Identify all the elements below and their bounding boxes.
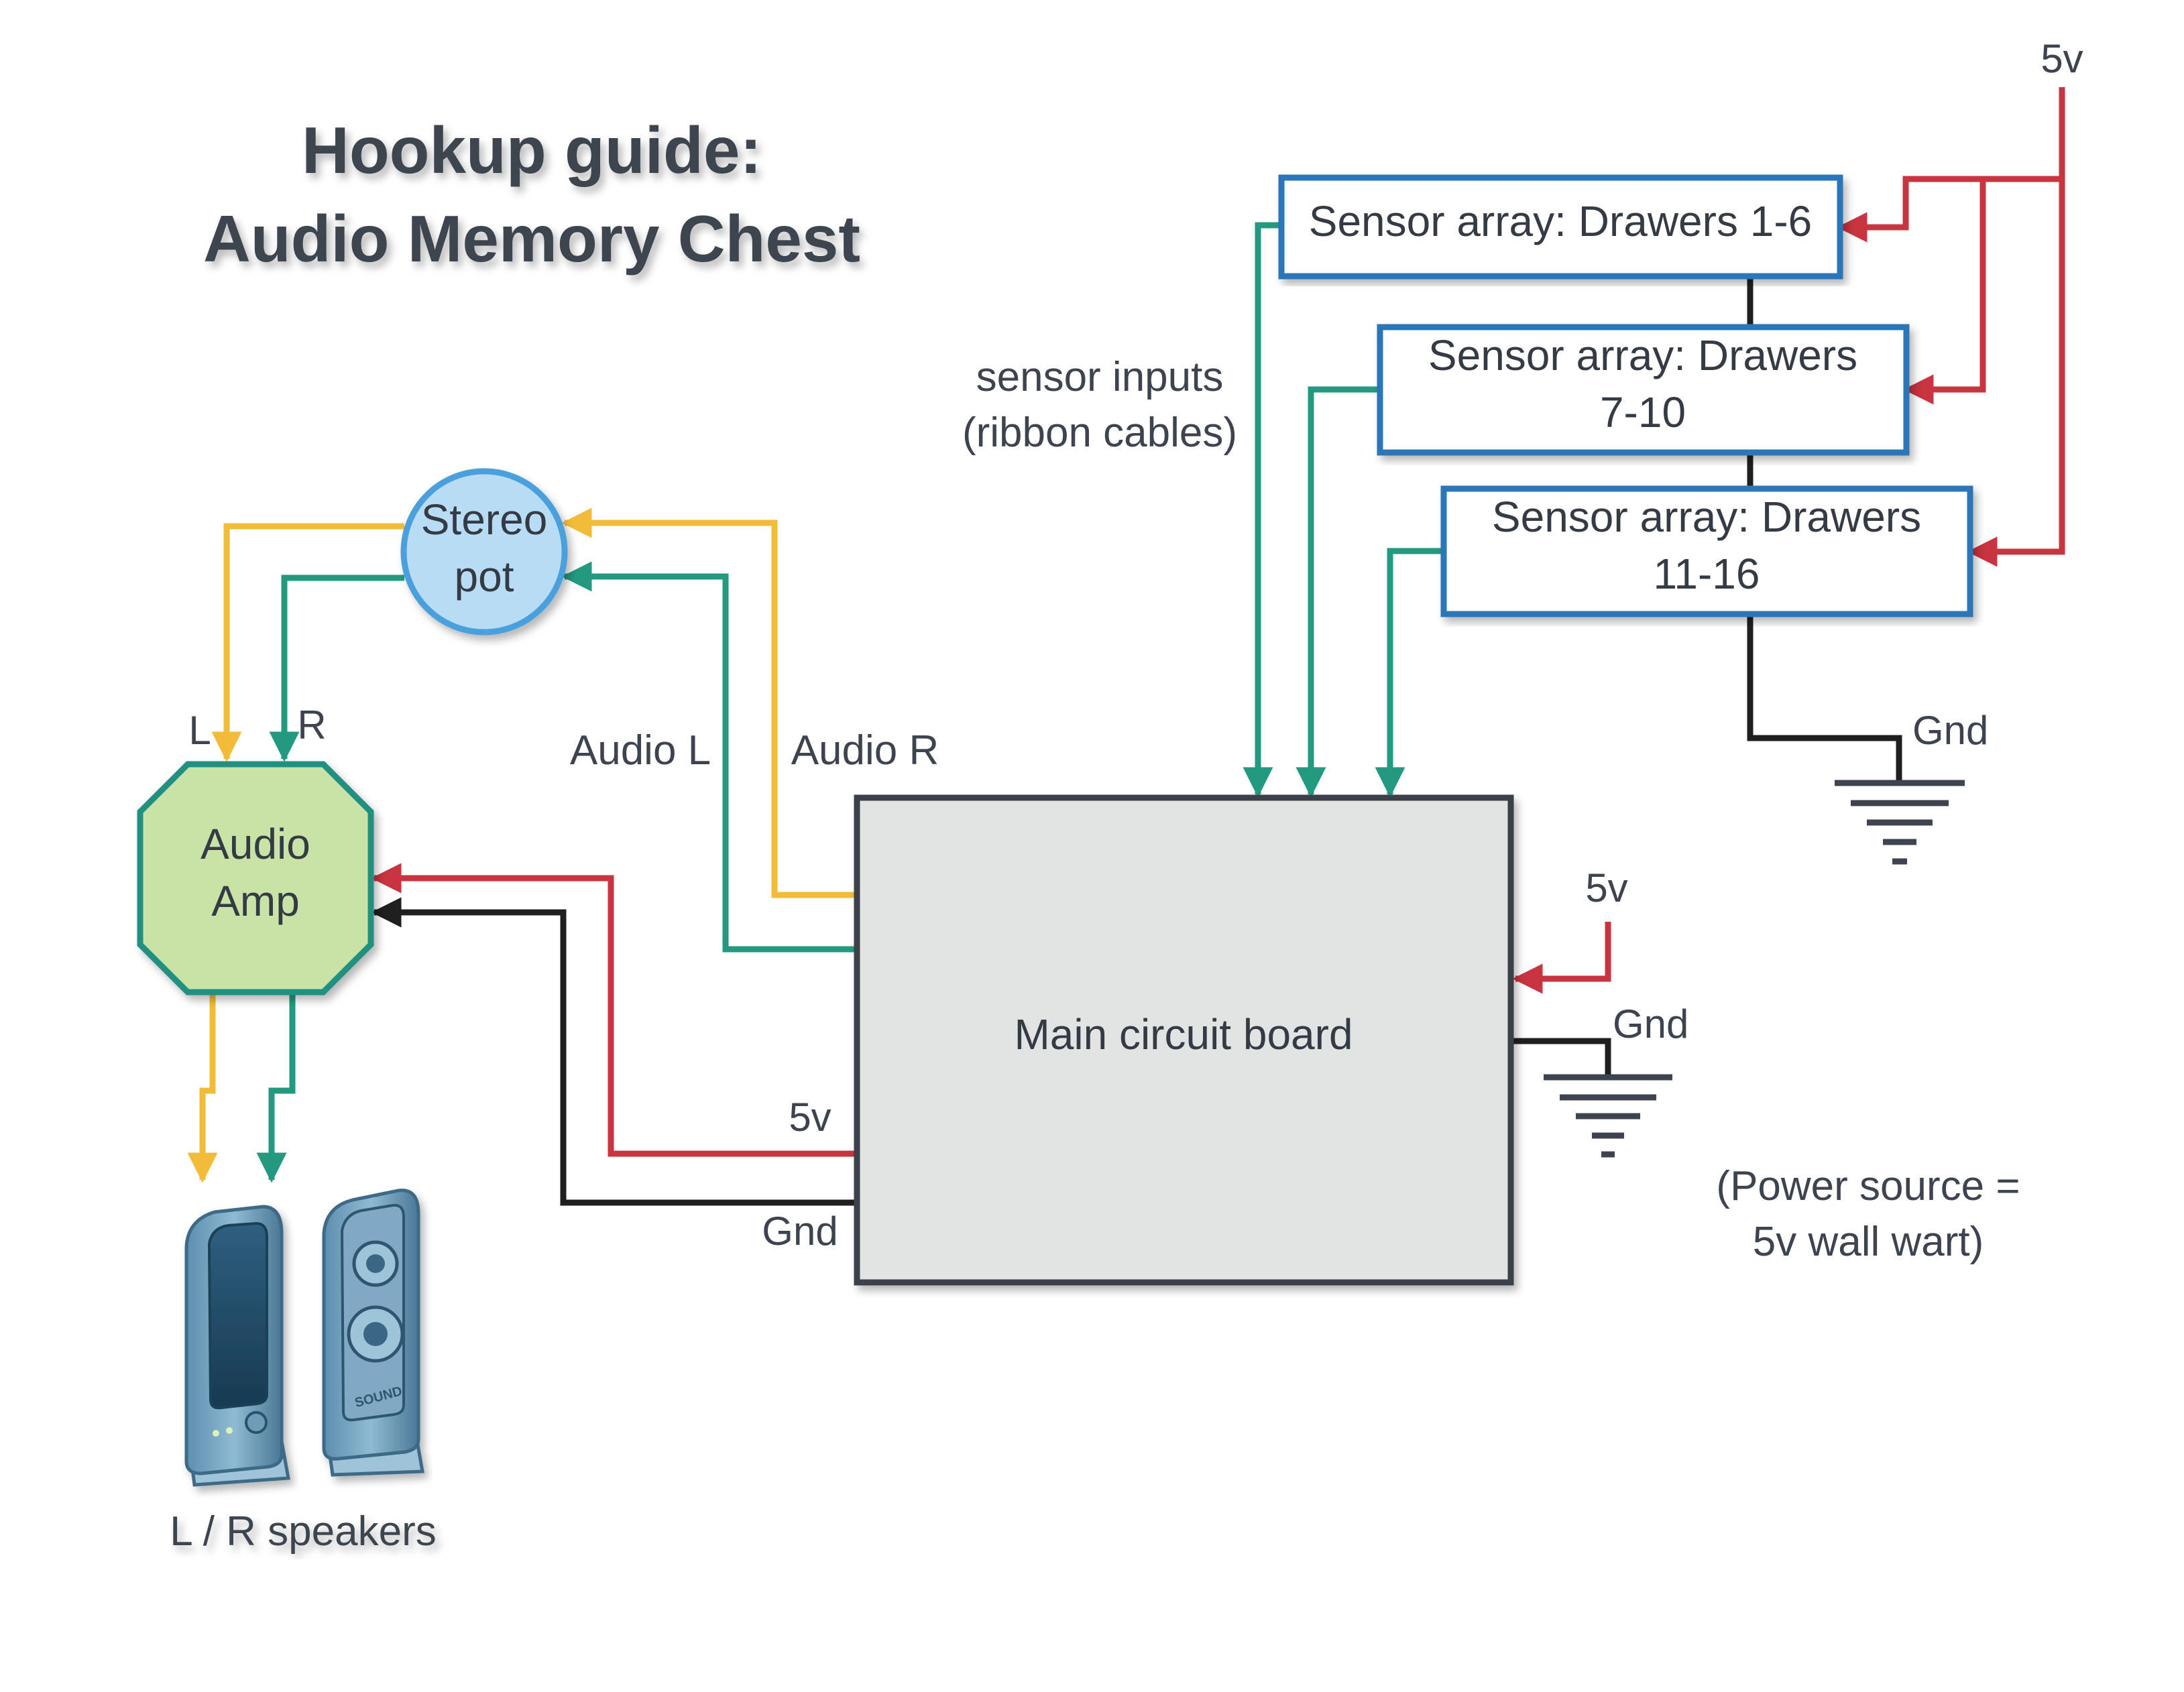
wire-amp-to-speaker-r bbox=[256, 992, 296, 1183]
stereo-pot-label-line1: Stereo bbox=[421, 495, 548, 544]
wire-sensor-2-input bbox=[1296, 386, 1380, 798]
wire-5v-main bbox=[1967, 87, 2065, 567]
wire-5v-to-sensor-2 bbox=[1903, 179, 1986, 405]
sensor-array-3-label-line1: Sensor array: Drawers bbox=[1492, 493, 1921, 541]
title-block: Hookup guide: Audio Memory Chest bbox=[203, 113, 860, 276]
audio-amp-label-line1: Audio bbox=[200, 820, 310, 868]
sensor-array-2: Sensor array: Drawers 7-10 bbox=[1377, 324, 1910, 456]
ground-symbol-sensors bbox=[1835, 780, 1965, 865]
wire-board-5v-right bbox=[1512, 922, 1611, 994]
label-amp-L: L bbox=[188, 708, 211, 753]
wire-pot-to-amp-r bbox=[269, 575, 404, 762]
wire-audio-r bbox=[561, 507, 857, 898]
main-board-label: Main circuit board bbox=[1014, 1010, 1353, 1059]
wire-sensor-3-input bbox=[1375, 548, 1444, 798]
label-sensor-gnd: Gnd bbox=[1912, 708, 1988, 753]
label-audio-l: Audio L bbox=[570, 727, 711, 774]
wire-sensor-1-input bbox=[1243, 222, 1281, 798]
wire-board-gnd-right bbox=[1511, 1038, 1611, 1076]
ground-symbol-board bbox=[1544, 1074, 1672, 1158]
label-power-source-1: (Power source = bbox=[1716, 1163, 2020, 1209]
label-power-source-2: 5v wall wart) bbox=[1753, 1219, 1984, 1265]
sensor-array-1-label: Sensor array: Drawers 1-6 bbox=[1309, 197, 1812, 245]
label-audio-r: Audio R bbox=[791, 727, 939, 774]
label-top-5v: 5v bbox=[2041, 36, 2083, 81]
speaker-right-icon: SOUND bbox=[322, 1189, 424, 1477]
label-board-5v-right: 5v bbox=[1585, 865, 1627, 910]
wire-5v-to-sensor-1 bbox=[1837, 176, 2062, 243]
stereo-pot-label-line2: pot bbox=[455, 552, 514, 601]
wires bbox=[187, 87, 2065, 1206]
stereo-pot: Stereo pot bbox=[400, 468, 568, 636]
title-line-1: Hookup guide: bbox=[302, 113, 762, 187]
label-board-gnd-left: Gnd bbox=[762, 1209, 838, 1254]
diagram-labels: 5v Gnd sensor inputs (ribbon cables) L R… bbox=[170, 36, 2083, 1555]
sensor-array-3: Sensor array: Drawers 11-16 bbox=[1440, 485, 1973, 617]
wire-audio-l bbox=[561, 561, 857, 953]
label-amp-R: R bbox=[297, 703, 326, 747]
title-line-2: Audio Memory Chest bbox=[203, 202, 860, 276]
wire-amp-5v bbox=[371, 863, 857, 1157]
wire-pot-to-amp-l bbox=[211, 523, 404, 762]
speaker-left-icon bbox=[184, 1205, 290, 1487]
label-board-5v-left: 5v bbox=[789, 1095, 831, 1140]
wire-amp-gnd bbox=[371, 897, 857, 1206]
sensor-array-2-label-line2: 7-10 bbox=[1600, 388, 1686, 436]
label-speakers: L / R speakers bbox=[170, 1508, 436, 1555]
audio-amp: Audio Amp bbox=[137, 761, 374, 995]
main-circuit-board: Main circuit board bbox=[854, 794, 1514, 1286]
label-sensor-inputs-2: (ribbon cables) bbox=[962, 410, 1237, 456]
sensor-array-2-label-line1: Sensor array: Drawers bbox=[1428, 331, 1857, 379]
wire-gnd-sensor-chain bbox=[1747, 276, 1902, 782]
sensor-array-1: Sensor array: Drawers 1-6 bbox=[1278, 174, 1843, 280]
audio-amp-label-line2: Amp bbox=[211, 877, 300, 925]
label-board-gnd-right: Gnd bbox=[1613, 1002, 1688, 1046]
label-sensor-inputs-1: sensor inputs bbox=[976, 354, 1224, 400]
wire-amp-to-speaker-l bbox=[187, 992, 218, 1183]
sensor-array-3-label-line2: 11-16 bbox=[1654, 550, 1760, 598]
